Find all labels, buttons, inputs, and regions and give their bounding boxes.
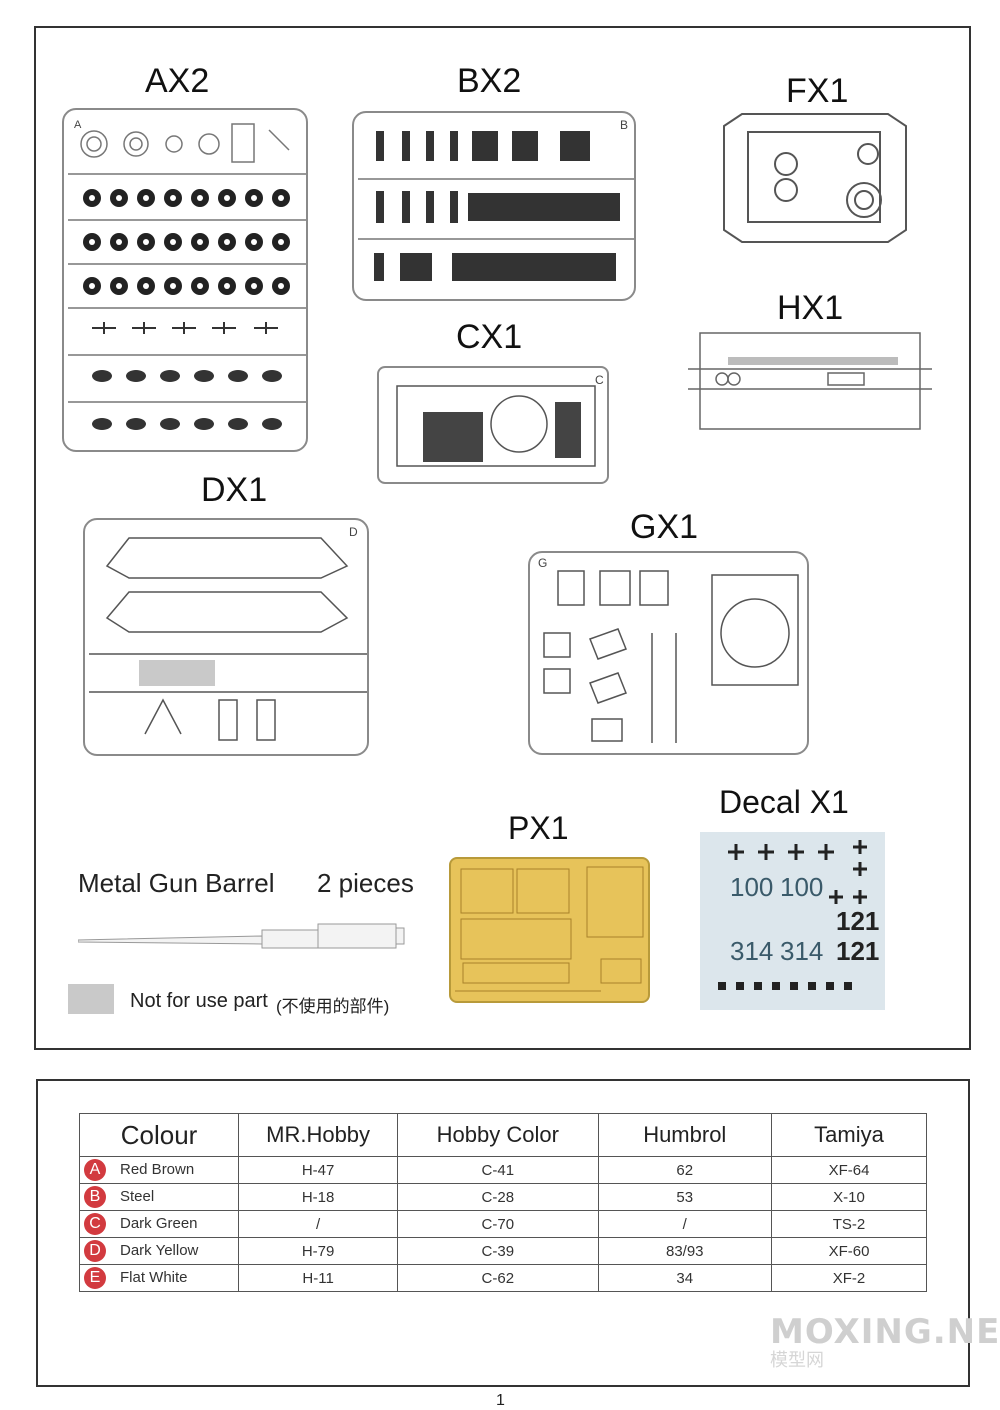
table-row: C Dark Green / C-70 / TS-2 <box>78 1210 927 1238</box>
hobby-color-value: C-41 <box>397 1156 599 1184</box>
sprue-gx-title: GX1 <box>630 508 699 546</box>
sprue-fx <box>722 112 908 244</box>
colour-code-badge: A <box>84 1159 106 1181</box>
header-mr-hobby: MR.Hobby <box>238 1113 399 1157</box>
sprue-dx-title: DX1 <box>201 471 268 509</box>
header-colour: Colour <box>78 1113 240 1157</box>
page-number: 1 <box>496 1392 505 1409</box>
humbrol-value: 53 <box>597 1183 773 1211</box>
sprue-cx: C <box>377 366 609 484</box>
not-for-use-label: Not for use part <box>130 990 268 1012</box>
header-hobby-color: Hobby Color <box>397 1113 599 1157</box>
colour-name: Steel <box>120 1187 155 1205</box>
colour-code-badge: C <box>84 1213 106 1235</box>
sprue-hx-parts <box>688 332 932 430</box>
decal-number-4: 314 <box>730 936 774 966</box>
not-for-use-swatch <box>68 984 114 1014</box>
table-row: E Flat White H-11 C-62 34 XF-2 <box>78 1264 927 1292</box>
mr-hobby-value: / <box>238 1210 399 1238</box>
mr-hobby-value: H-47 <box>238 1156 399 1184</box>
humbrol-value: / <box>597 1210 773 1238</box>
mr-hobby-value: H-11 <box>238 1264 399 1292</box>
hobby-color-value: C-39 <box>397 1237 599 1265</box>
hobby-color-value: C-70 <box>397 1210 599 1238</box>
tamiya-value: X-10 <box>771 1183 927 1211</box>
photo-etch-parts <box>455 866 644 992</box>
sprue-cx-parts: C <box>396 373 604 467</box>
parts-frame <box>34 26 971 1050</box>
decal-number-2: 100 <box>780 872 824 902</box>
tamiya-value: XF-64 <box>771 1156 927 1184</box>
sprue-hx-title: HX1 <box>777 289 844 327</box>
sprue-hx <box>688 331 932 431</box>
sprue-fx-parts <box>723 113 907 243</box>
watermark-text: MOXING.NET <box>770 1312 1000 1352</box>
sprue-cx-title: CX1 <box>456 318 523 356</box>
colour-code-badge: B <box>84 1186 106 1208</box>
sprue-fx-title: FX1 <box>786 72 849 110</box>
sprue-gx-parts: G <box>538 556 799 743</box>
decal-graphics <box>718 840 867 990</box>
table-row: D Dark Yellow H-79 C-39 83/93 XF-60 <box>78 1237 927 1265</box>
sprue-px-title: PX1 <box>508 810 569 846</box>
sprue-dx-parts: D <box>89 525 367 741</box>
sprue-cx-letter: C <box>595 373 604 387</box>
sprue-bx-parts: B <box>358 118 634 281</box>
mr-hobby-value: H-79 <box>238 1237 399 1265</box>
colour-code-badge: D <box>84 1240 106 1262</box>
decal-number-5: 314 <box>780 936 824 966</box>
decal-title: Decal X1 <box>719 784 849 820</box>
tamiya-value: XF-2 <box>771 1264 927 1292</box>
header-tamiya: Tamiya <box>771 1113 927 1157</box>
decal-number-3: 121 <box>836 906 880 936</box>
metal-gun-barrel <box>77 920 406 950</box>
table-row: B Steel H-18 C-28 53 X-10 <box>78 1183 927 1211</box>
watermark-subtext: 模型网 <box>770 1350 824 1370</box>
sprue-dx: D <box>83 518 369 756</box>
humbrol-value: 62 <box>597 1156 773 1184</box>
sprue-ax-title: AX2 <box>145 62 210 100</box>
mr-hobby-value: H-18 <box>238 1183 399 1211</box>
colour-name: Dark Green <box>120 1214 198 1232</box>
colour-code-badge: E <box>84 1267 106 1289</box>
metal-barrel-label: Metal Gun Barrel <box>78 868 275 898</box>
decal-number-1: 100 <box>730 872 774 902</box>
colour-name: Red Brown <box>120 1160 195 1178</box>
colour-table: Colour MR.Hobby Hobby Color Humbrol Tami… <box>78 1113 927 1292</box>
decal-number-6: 121 <box>836 936 880 966</box>
not-for-use-label-cn: (不使用的部件) <box>276 997 390 1016</box>
metal-barrel-count: 2 pieces <box>317 868 414 898</box>
tamiya-value: TS-2 <box>771 1210 927 1238</box>
humbrol-value: 34 <box>597 1264 773 1292</box>
header-humbrol: Humbrol <box>597 1113 773 1157</box>
sprue-ax-letter: A <box>74 119 82 131</box>
metal-gun-barrel-drawing <box>77 923 405 949</box>
sprue-bx-letter: B <box>620 118 628 132</box>
humbrol-value: 83/93 <box>597 1237 773 1265</box>
colour-frame <box>36 1079 970 1387</box>
tamiya-value: XF-60 <box>771 1237 927 1265</box>
sprue-ax-parts: A <box>68 119 306 430</box>
sprue-bx: B <box>352 111 636 301</box>
sprue-ax: A <box>62 108 308 452</box>
colour-name: Dark Yellow <box>120 1241 199 1259</box>
sprue-bx-title: BX2 <box>457 62 522 100</box>
photo-etch-sheet <box>449 857 650 1003</box>
sprue-dx-letter: D <box>349 525 358 539</box>
decal-sheet: 100 100 121 314 314 121 <box>700 832 885 1010</box>
table-row: A Red Brown H-47 C-41 62 XF-64 <box>78 1156 927 1184</box>
hobby-color-value: C-62 <box>397 1264 599 1292</box>
sprue-gx: G <box>528 551 809 755</box>
colour-table-header: Colour MR.Hobby Hobby Color Humbrol Tami… <box>78 1113 927 1157</box>
colour-name: Flat White <box>120 1268 188 1286</box>
sprue-gx-letter: G <box>538 556 547 570</box>
hobby-color-value: C-28 <box>397 1183 599 1211</box>
